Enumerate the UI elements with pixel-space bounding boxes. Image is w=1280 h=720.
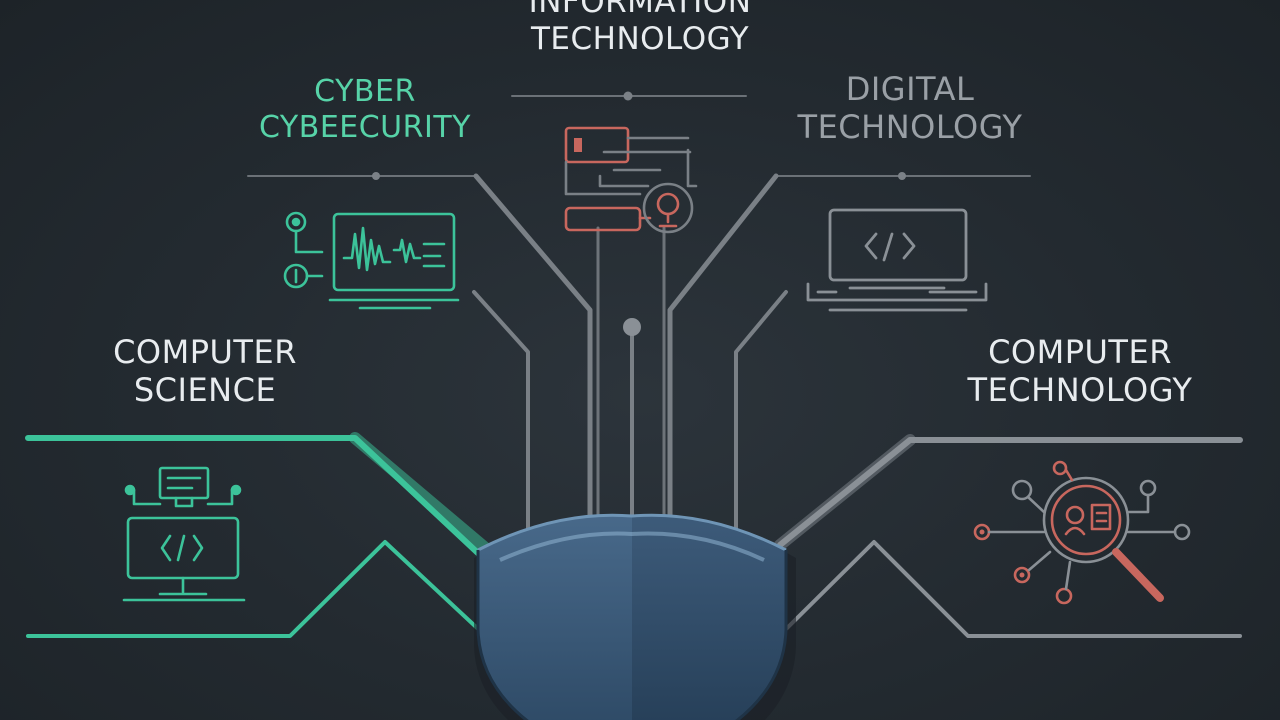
monitor-waveform-icon bbox=[283, 211, 460, 310]
magnifier-network-icon bbox=[973, 460, 1191, 605]
label-information-technology: INFORMATION TECHNOLOGY bbox=[528, 0, 752, 58]
laptop-code-icon bbox=[806, 208, 988, 312]
computer-code-icon bbox=[122, 466, 246, 602]
label-cybersecurity: CYBER CYBEECURITY bbox=[259, 74, 471, 145]
document-search-icon bbox=[564, 126, 698, 234]
label-computer-science: COMPUTER SCIENCE bbox=[113, 333, 297, 410]
label-computer-technology: COMPUTER TECHNOLOGY bbox=[967, 333, 1193, 410]
label-digital-technology: DIGITAL TECHNOLOGY bbox=[797, 70, 1023, 147]
shield-icon bbox=[474, 513, 796, 720]
